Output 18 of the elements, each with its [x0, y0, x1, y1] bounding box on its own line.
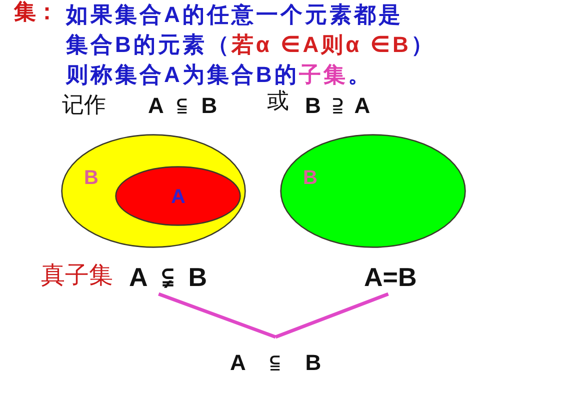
formula-text: A ⫅ B	[148, 93, 218, 119]
connector-line	[158, 292, 276, 339]
formula-text: A ⫋ B	[129, 262, 208, 292]
set-label: B	[84, 168, 98, 188]
venn-ellipse	[280, 134, 466, 248]
caption-text: 记作	[62, 92, 106, 118]
formula-text: A ⫅ B	[230, 351, 322, 375]
formula-text: A=B	[364, 262, 417, 292]
caption-text: 或	[267, 88, 289, 114]
caption-text: 真子集	[41, 262, 113, 290]
formula-text: B ⫆ A	[305, 93, 370, 119]
connector-line	[274, 292, 389, 339]
definition-text: 如果集合A的任意一个元素都是集合B的元素（若α ∈A则α ∈B）则称集合A为集合B的子集。	[66, 1, 436, 89]
venn-ellipse	[115, 166, 241, 226]
set-label: B	[303, 168, 318, 188]
heading-text: 集：	[14, 0, 58, 24]
set-label: A	[171, 187, 186, 207]
venn-ellipse	[61, 134, 246, 248]
